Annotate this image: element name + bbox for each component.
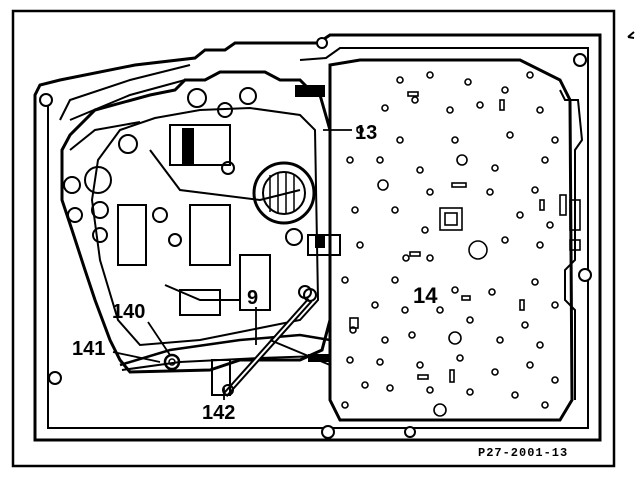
shaded-channels	[182, 85, 330, 362]
housing-inner-outline	[47, 47, 589, 429]
lever-linkage	[119, 288, 331, 398]
leader-140	[147, 321, 171, 356]
callout-14: 14	[413, 283, 438, 308]
plate-fluid-holes	[341, 71, 559, 417]
callout-141: 141	[72, 338, 105, 360]
housing-outline	[33, 33, 602, 442]
leader-141	[112, 351, 161, 363]
right-valve-body-edge	[559, 89, 584, 400]
outer-frame	[11, 9, 616, 468]
figure-reference: P27-2001-13	[478, 446, 568, 460]
callout-9: 9	[247, 287, 258, 309]
callout-140: 140	[112, 301, 145, 323]
corner-mark	[627, 31, 635, 39]
housing-mounting-holes	[39, 37, 592, 439]
housing-web-left	[59, 64, 191, 121]
left-valve-body-features	[63, 87, 341, 316]
leader-lines	[112, 129, 352, 400]
callout-142: 142	[202, 402, 235, 424]
plate-slots	[349, 91, 581, 383]
accumulator-housing	[252, 161, 316, 225]
right-valve-body-plate	[328, 58, 574, 422]
callout-13: 13	[355, 122, 377, 144]
